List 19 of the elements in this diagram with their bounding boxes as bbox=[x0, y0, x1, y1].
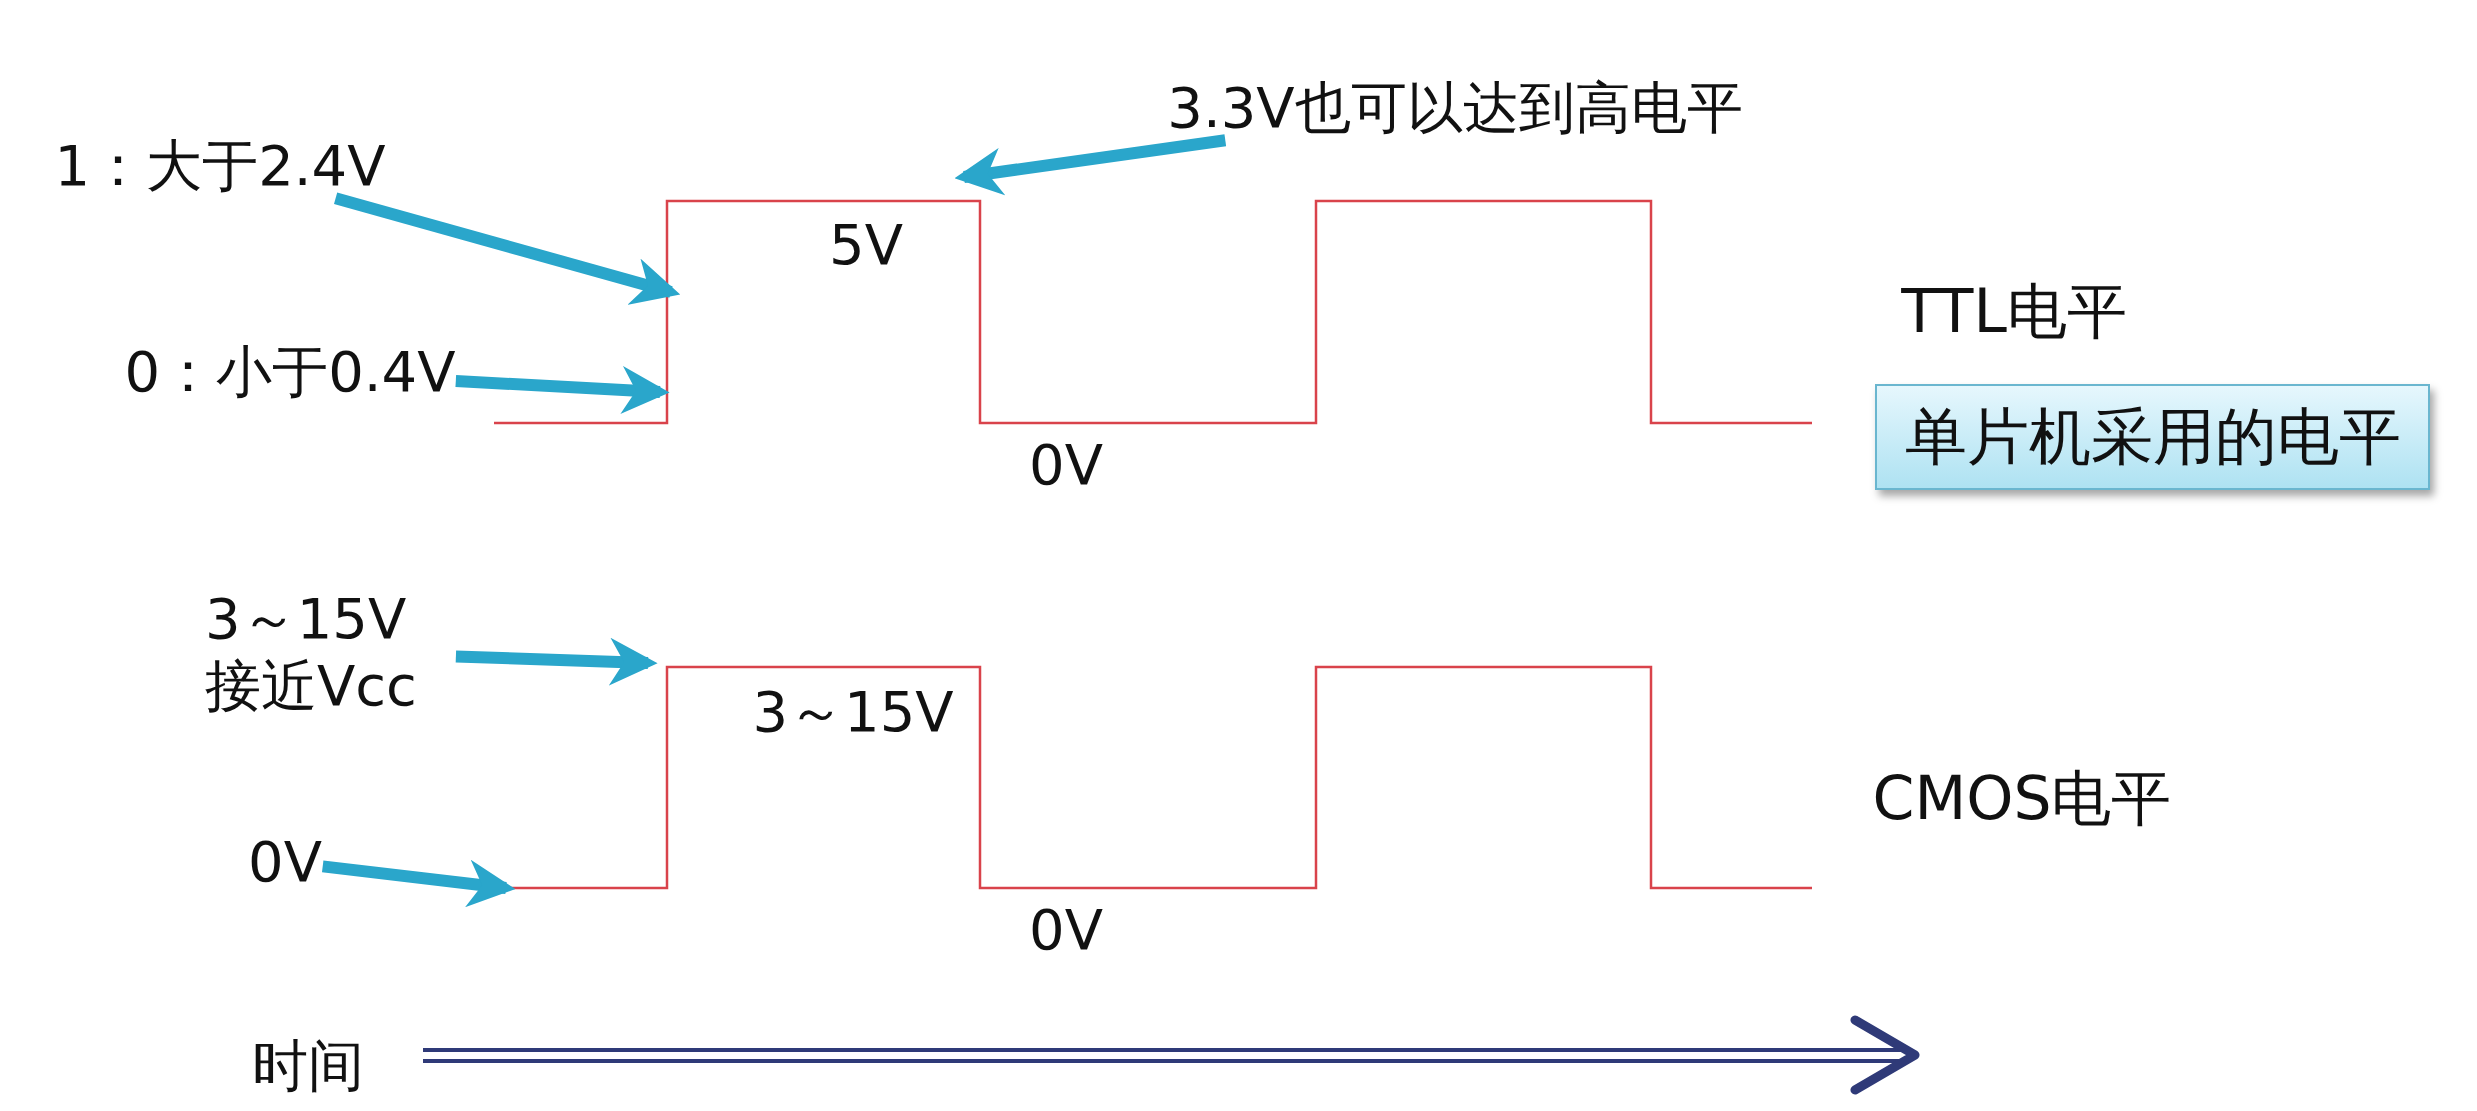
arrow bbox=[954, 134, 1227, 196]
callout-text: 0V bbox=[248, 829, 322, 895]
level-label: CMOS电平 bbox=[1872, 763, 2172, 833]
callout-text: 3.3V也可以达到高电平 bbox=[1167, 75, 1743, 141]
level-label: TTL电平 bbox=[1901, 276, 2127, 346]
note-box: 单片机采用的电平 bbox=[1875, 384, 2430, 490]
arrow bbox=[455, 365, 670, 414]
arrow bbox=[455, 637, 658, 686]
callout-text: 1：大于2.4V bbox=[54, 133, 386, 199]
callout-text: 3～15V 接近Vcc bbox=[205, 584, 455, 720]
axis-label: 时间 bbox=[252, 1033, 364, 1099]
voltage-label: 5V bbox=[829, 212, 903, 278]
waveform bbox=[494, 199, 1812, 425]
voltage-label: 0V bbox=[1029, 897, 1103, 963]
callout-text: 0：小于0.4V bbox=[124, 339, 456, 405]
voltage-label: 0V bbox=[1029, 432, 1103, 498]
arrow bbox=[322, 859, 516, 908]
arrow bbox=[333, 192, 681, 305]
voltage-label: 3～15V bbox=[752, 679, 954, 745]
